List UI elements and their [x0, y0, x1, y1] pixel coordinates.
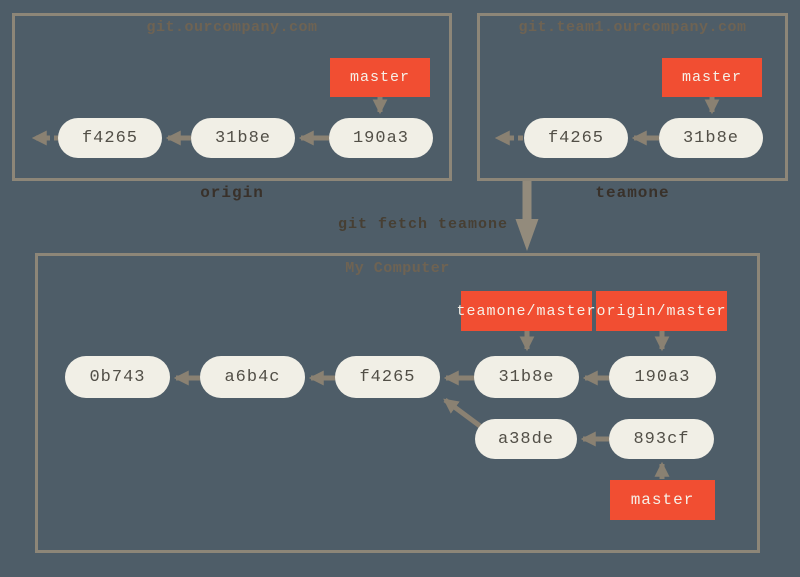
- teamone-master-remote-ref: teamone/master: [456, 291, 596, 331]
- commit-node-local-a38de: a38de: [475, 419, 577, 459]
- origin-repo-name: origin: [200, 184, 264, 202]
- commit-node-origin-f4265: f4265: [58, 118, 162, 158]
- commit-node-local-0b743: 0b743: [65, 356, 170, 398]
- origin-master-remote-ref: origin/master: [596, 291, 727, 331]
- origin-repo-box: [12, 13, 452, 181]
- teamone-master-branch-label: master: [662, 58, 762, 97]
- origin-master-branch-label: master: [330, 58, 430, 97]
- commit-node-origin-190a3: 190a3: [329, 118, 433, 158]
- origin-repo-title: git.ourcompany.com: [146, 19, 318, 36]
- teamone-repo-name: teamone: [595, 184, 670, 202]
- teamone-repo-box: [477, 13, 788, 181]
- commit-node-local-f4265: f4265: [335, 356, 440, 398]
- commit-node-teamone-f4265: f4265: [524, 118, 628, 158]
- commit-node-origin-31b8e: 31b8e: [191, 118, 295, 158]
- commit-node-local-a6b4c: a6b4c: [200, 356, 305, 398]
- local-master-branch-label: master: [610, 480, 715, 520]
- teamone-repo-title: git.team1.ourcompany.com: [518, 19, 747, 36]
- commit-node-local-893cf: 893cf: [609, 419, 714, 459]
- local-repo-box: [35, 253, 760, 553]
- fetch-command-label: git fetch teamone: [337, 216, 508, 233]
- commit-node-local-190a3: 190a3: [609, 356, 716, 398]
- commit-node-local-31b8e: 31b8e: [474, 356, 579, 398]
- local-repo-title: My Computer: [345, 260, 450, 277]
- commit-node-teamone-31b8e: 31b8e: [659, 118, 763, 158]
